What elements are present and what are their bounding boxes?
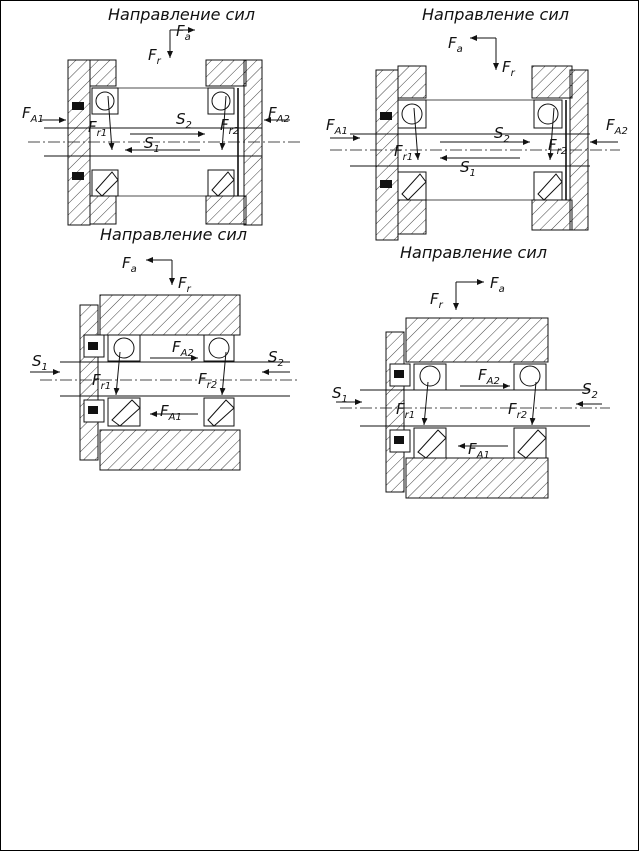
d4-label-r2: Fr2: [508, 400, 527, 421]
d2-label-left: FA1: [326, 116, 348, 137]
diagram-4-title: Направление сил: [400, 243, 547, 262]
d3-label-right: S2: [268, 348, 284, 369]
d3-label-r2: Fr2: [198, 370, 217, 391]
d2-top-force-2: Fr: [502, 58, 516, 79]
d1-top-force-1: Fa: [176, 22, 191, 43]
d1-label-r2: Fr2: [220, 116, 239, 137]
diagram-1: Направление сил Fa Fr: [22, 5, 300, 226]
d4-top-force-1: Fr: [430, 290, 444, 311]
d2-label-s2: S2: [494, 124, 510, 145]
d2-label-r1: Fr1: [394, 142, 413, 163]
d2-label-r2: Fr2: [548, 136, 567, 157]
d3-label-r1: Fr1: [92, 371, 111, 392]
d3-label-a2: FA2: [172, 338, 194, 359]
d4-label-a2: FA2: [478, 366, 500, 387]
d3-top-force-2: Fr: [178, 274, 192, 295]
d4-label-right: S2: [582, 380, 598, 401]
d2-label-right: FA2: [606, 116, 628, 137]
d1-label-s1: S1: [144, 134, 160, 155]
d2-top-force-1: Fa: [448, 34, 463, 55]
d1-label-left: FA1: [22, 104, 44, 125]
d4-label-a1: FA1: [468, 440, 490, 461]
diagram-2: Направление сил Fa Fr: [326, 5, 628, 241]
diagram-3-force-indicator: Fa Fr: [122, 254, 192, 295]
d4-top-force-2: Fa: [490, 274, 505, 295]
diagram-4: Направление сил Fr Fa S1 S2 Fr1: [332, 243, 610, 499]
d3-top-force-1: Fa: [122, 254, 137, 275]
diagram-3-title: Направление сил: [100, 225, 247, 244]
d3-label-left: S1: [32, 352, 48, 373]
d3-label-a1: FA1: [160, 402, 182, 423]
d1-top-force-2: Fr: [148, 46, 162, 67]
diagram-4-force-indicator: Fr Fa: [430, 274, 505, 311]
diagram-2-title: Направление сил: [422, 5, 569, 24]
diagram-1-force-indicator: Fa Fr: [148, 22, 195, 67]
d1-label-right: FA2: [268, 104, 290, 125]
diagram-3: Направление сил Fa Fr S1 S2 Fr1: [30, 225, 300, 471]
diagram-2-force-indicator: Fa Fr: [448, 34, 516, 79]
d2-label-s1: S1: [460, 158, 476, 179]
d1-label-s2: S2: [176, 110, 192, 131]
d4-label-r1: Fr1: [396, 400, 415, 421]
diagram-1-title: Направление сил: [108, 5, 255, 24]
d4-label-left: S1: [332, 384, 348, 405]
d1-label-r1: Fr1: [88, 118, 107, 139]
